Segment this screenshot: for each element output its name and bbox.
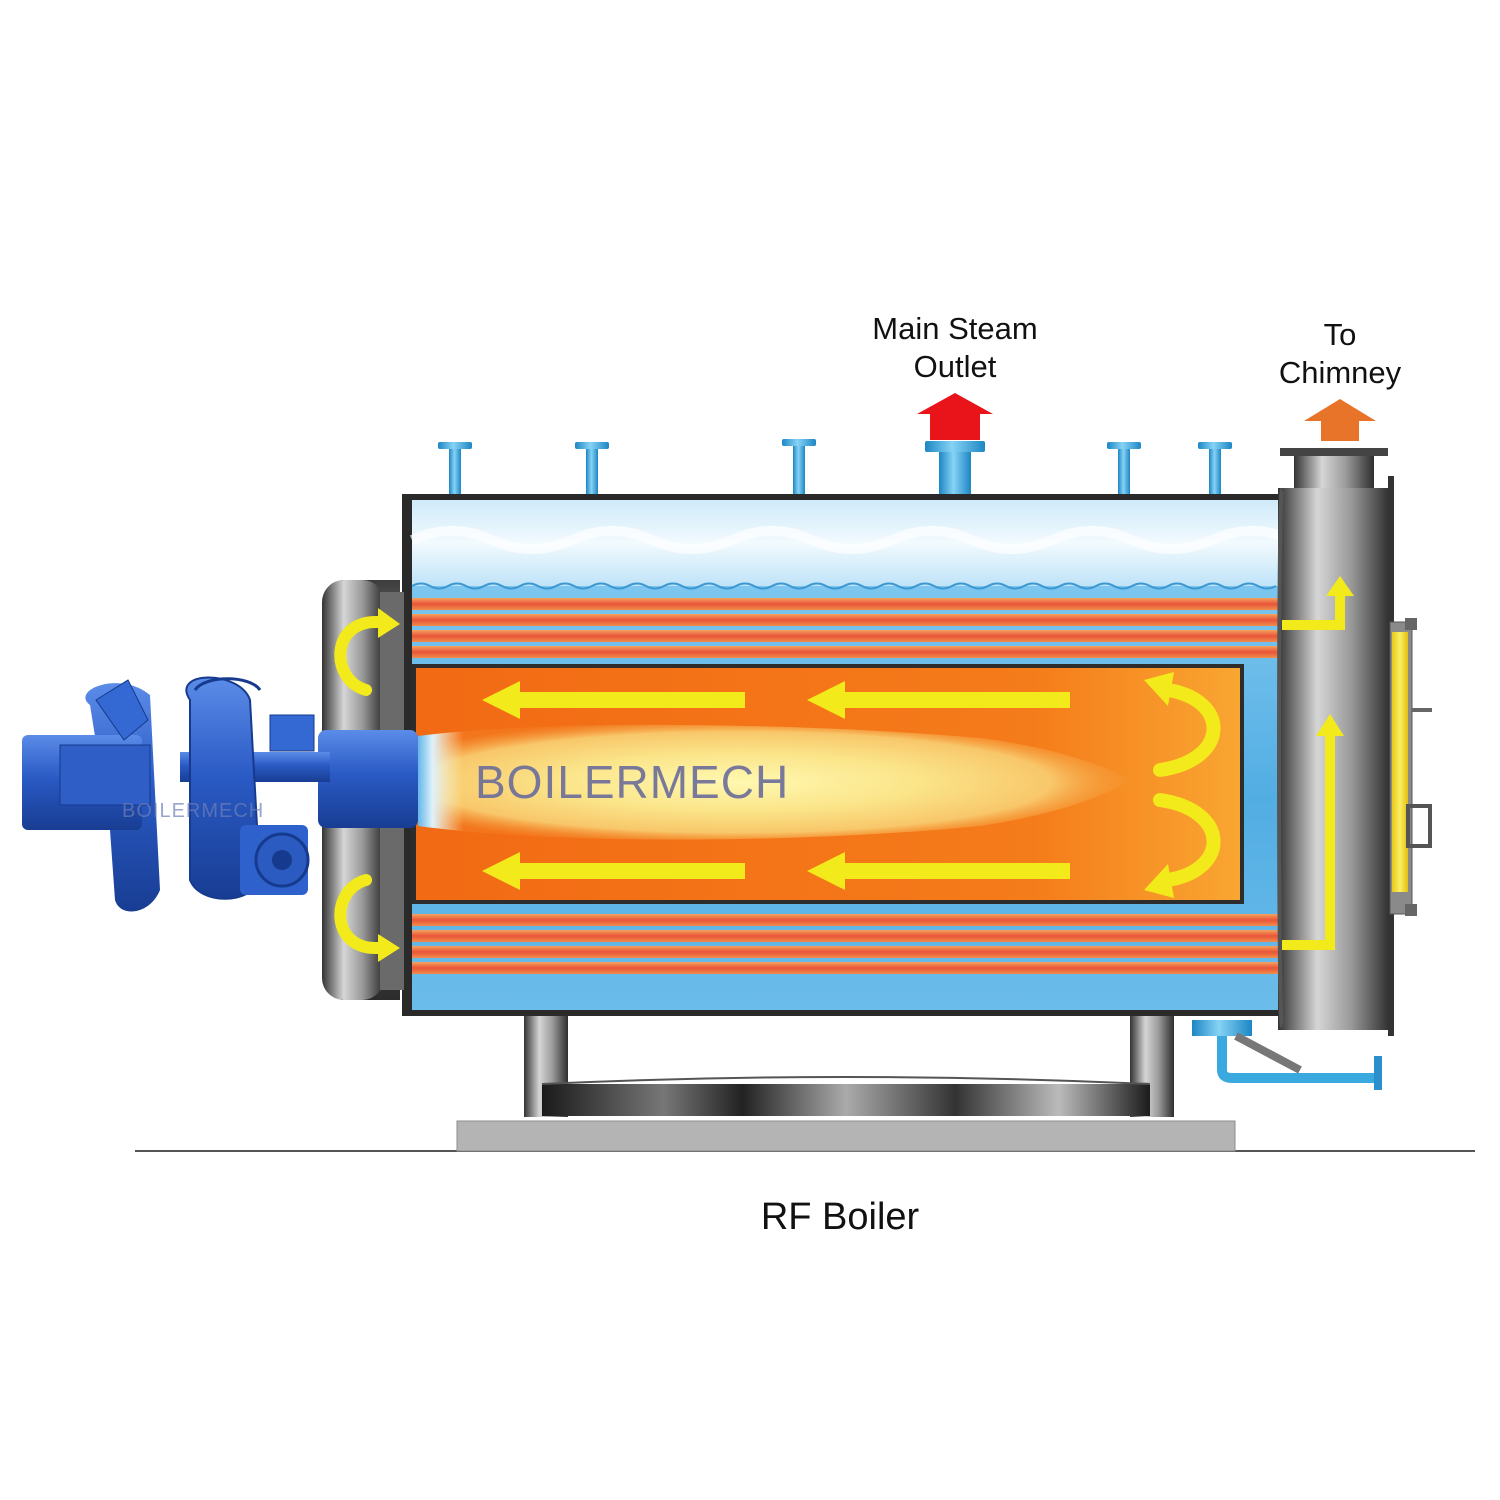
flue-gas-arrows-furnace: [482, 681, 1070, 890]
steam-outlet-label: Main Steam Outlet: [835, 310, 1075, 386]
chimney-label: To Chimney: [1240, 316, 1440, 392]
furnace-return-arrows: [1153, 683, 1221, 887]
rear-flow-arrows: [1282, 595, 1345, 950]
front-turn-arrows: [334, 615, 384, 955]
burner-watermark-text: BOILERMECH: [122, 800, 265, 822]
watermark-text: BOILERMECH: [475, 756, 790, 808]
upper-fire-tubes: [412, 598, 1280, 658]
burner-assembly: [22, 676, 418, 912]
steam-outlet-label-line2: Outlet: [913, 349, 997, 384]
chimney-label-line2: Chimney: [1278, 355, 1402, 390]
support-skid: [512, 1004, 1186, 1117]
chimney-label-line1: To: [1323, 317, 1357, 352]
steam-outlet-arrow-icon: [917, 393, 993, 440]
shell-nozzles: [438, 439, 1232, 494]
steam-outlet-label-line1: Main Steam: [872, 311, 1038, 346]
lower-fire-tubes: [412, 914, 1280, 974]
diagram-caption: RF Boiler: [760, 1196, 920, 1238]
concrete-base: [456, 1120, 1236, 1152]
drain-pipe: [1192, 1020, 1382, 1090]
chimney-arrow-icon: [1304, 399, 1376, 441]
